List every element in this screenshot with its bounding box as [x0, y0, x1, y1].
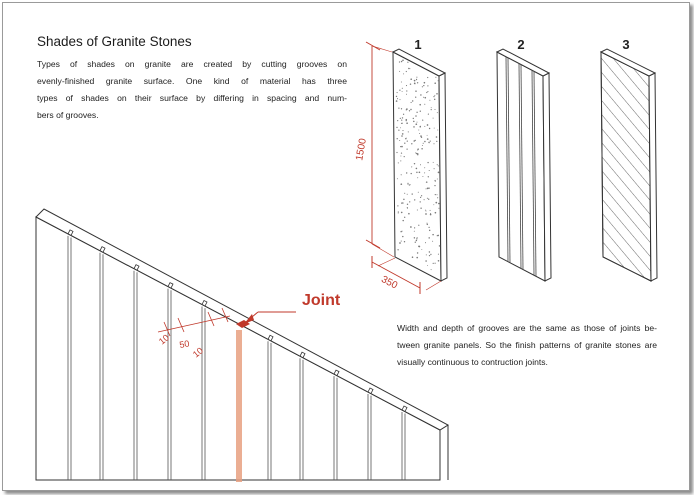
dimension-height: 1500 — [354, 41, 395, 258]
intro-line: types of shades on their surface by diff… — [37, 93, 347, 103]
joint-callout: Joint — [244, 292, 341, 324]
groove-dim-label-1: 10 — [157, 332, 171, 346]
panel-3-hatch — [601, 52, 651, 281]
panel-2-number: 2 — [517, 37, 524, 52]
joint-note-paragraph: Width and depth of grooves are the same … — [397, 320, 657, 371]
groove-dimensions: 10 50 10 — [157, 307, 231, 360]
intro-line: bers of grooves. — [37, 110, 99, 120]
joint-label: Joint — [302, 292, 341, 309]
panel-2: 2 — [495, 37, 552, 282]
intro-line: evenly-finished granite surface. One kin… — [37, 76, 347, 86]
note-line: tween granite panels. So the finish patt… — [397, 340, 657, 350]
granite-wall — [35, 208, 449, 482]
joint-highlight — [236, 330, 242, 482]
panel-2-grooves — [505, 56, 537, 277]
panel-1-number: 1 — [414, 37, 421, 52]
note-line: visually continuous to contruction joint… — [397, 357, 548, 367]
panel-2-top — [495, 48, 551, 77]
panel-1-face — [392, 51, 442, 282]
panel-1-top — [391, 48, 447, 77]
panel-3-number: 3 — [622, 37, 629, 52]
groove-dim-label-2: 50 — [179, 338, 191, 350]
panel-3-side — [648, 72, 658, 282]
panel-1: 1 — [391, 37, 448, 282]
page-title: Shades of Granite Stones — [37, 34, 192, 49]
wall-groove-notches — [67, 229, 408, 412]
note-line: Width and depth of grooves are the same … — [397, 323, 657, 333]
width-dimension-label: 350 — [379, 274, 399, 292]
groove-dim-label-3: 10 — [191, 345, 205, 359]
panel-1-speckle — [395, 59, 441, 271]
intro-paragraph: Types of shades on granite are created b… — [37, 56, 347, 124]
panel-3: 3 — [599, 37, 658, 282]
panel-1-side — [438, 72, 448, 282]
wall-grooves — [67, 235, 406, 480]
panel-2-side — [542, 72, 552, 282]
panel-3-top — [599, 48, 657, 77]
height-dimension-label: 1500 — [354, 137, 369, 161]
intro-line: Types of shades on granite are created b… — [37, 59, 347, 69]
